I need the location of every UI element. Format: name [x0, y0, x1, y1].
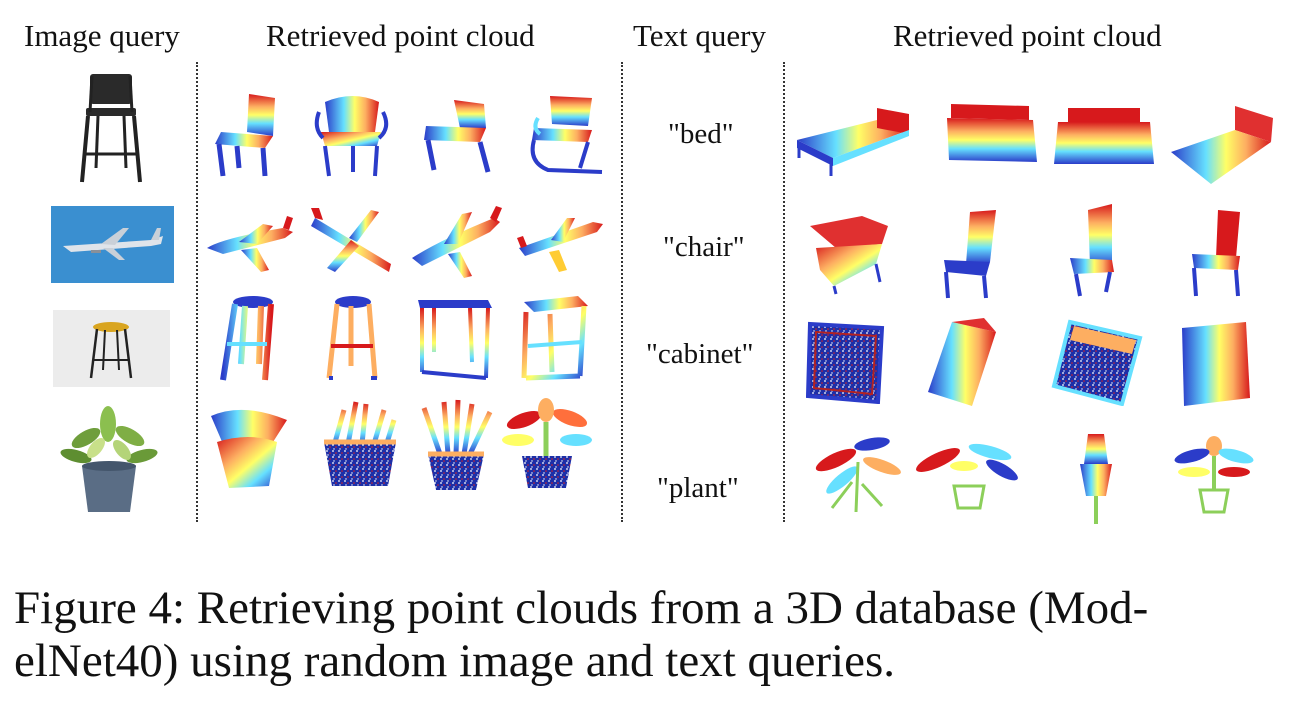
pointcloud-plant [916, 443, 1018, 510]
text-query-cabinet: "cabinet" [646, 338, 754, 370]
pointcloud-cabinet [806, 321, 885, 404]
pointcloud-stool [418, 300, 492, 380]
image-query-barstool-chair [80, 74, 142, 183]
figure-caption: Figure 4: Retrieving point clouds from a… [14, 582, 1289, 688]
pointcloud-plant [1174, 436, 1254, 514]
separator-dotted [621, 62, 623, 522]
pointcloud-bed [1171, 106, 1273, 184]
header-text-query: Text query [633, 18, 766, 53]
pointcloud-stool [326, 296, 378, 380]
text-query-plant: "plant" [657, 472, 739, 504]
pointcloud-cabinet [928, 318, 996, 406]
pointcloud-bed [947, 104, 1037, 162]
pointcloud-chair [810, 216, 888, 295]
text-query-chair: "chair" [663, 231, 745, 263]
pointcloud-cabinet [1051, 319, 1143, 406]
caption-line-1: Figure 4: Retrieving point clouds from a… [14, 582, 1149, 634]
header-retrieved-point-cloud-right: Retrieved point cloud [893, 18, 1162, 53]
pointcloud-cabinet [1182, 322, 1250, 406]
pointcloud-chair [1192, 210, 1240, 297]
pointcloud-stool [521, 296, 588, 381]
image-query-stool-photo [53, 310, 170, 387]
pointcloud-plant [211, 409, 287, 488]
header-retrieved-point-cloud-left: Retrieved point cloud [266, 18, 535, 53]
pointcloud-chair [314, 96, 389, 177]
pointcloud-bed [1054, 108, 1154, 164]
pointcloud-plant [815, 437, 901, 513]
text-query-bed: "bed" [668, 118, 734, 150]
separator-dotted [196, 62, 198, 522]
pointcloud-airplane [517, 218, 603, 272]
pointcloud-chair [530, 96, 603, 174]
image-query-airplane-photo [51, 206, 174, 283]
pointcloud-airplane [207, 216, 293, 272]
pointcloud-plant [421, 399, 493, 490]
pointcloud-plant [1080, 434, 1112, 524]
pointcloud-chair [424, 100, 491, 173]
pointcloud-bed [797, 108, 909, 176]
pointcloud-chair [215, 94, 275, 177]
pointcloud-airplane [311, 208, 391, 272]
pointcloud-chair [1070, 204, 1114, 297]
caption-line-2: elNet40) using random image and text que… [14, 635, 895, 687]
pointcloud-stool [220, 296, 274, 381]
separator-dotted [783, 62, 785, 522]
pointcloud-plant [502, 398, 592, 488]
pointcloud-airplane [412, 206, 502, 278]
pointcloud-plant [324, 401, 397, 486]
image-query-potted-plant-photo [60, 406, 158, 512]
pointcloud-chair [944, 210, 996, 299]
header-image-query: Image query [24, 18, 180, 53]
